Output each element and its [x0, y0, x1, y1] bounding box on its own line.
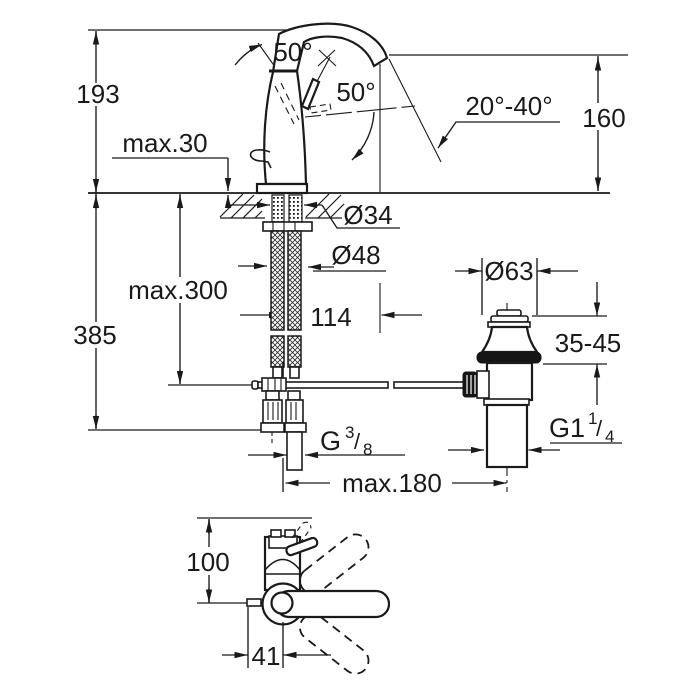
- lever-joint-circle: [270, 591, 294, 615]
- dim-hole-dia: Ø48: [331, 240, 380, 270]
- dim-spout-reach: 114: [310, 302, 351, 332]
- below-deck-parts: [219, 193, 466, 471]
- drain-dimension-lines: [248, 258, 622, 492]
- pop-up-rod: [251, 362, 466, 392]
- waste-thread-slash: /: [596, 416, 603, 441]
- dim-top-view-height: 100: [186, 547, 229, 577]
- dim-lever-angle: 50°: [336, 77, 375, 107]
- waste-thread-base: G1: [549, 413, 585, 443]
- dim-handle-angle: 50°: [273, 37, 312, 67]
- threaded-shank: [271, 194, 285, 223]
- deck-hatching: [219, 193, 345, 219]
- rod-outlet: [476, 370, 490, 399]
- dim-overall-depth: 385: [73, 320, 116, 350]
- rod-nipple-top-view: [246, 598, 262, 607]
- supply-thread-denominator: 8: [363, 440, 372, 459]
- pull-rod-knob: [249, 149, 272, 169]
- waste-top-cone: [479, 325, 540, 354]
- dim-waste-deck-range: 35-45: [555, 328, 622, 358]
- handle-swing-position: [299, 533, 370, 595]
- front-view-dimension-lines: [88, 29, 628, 431]
- supply-thread-slash: /: [354, 429, 361, 454]
- dim-handle-offset: 41: [252, 641, 281, 671]
- dim-deck-thickness-max: max.30: [122, 128, 207, 158]
- seal-ring: [476, 351, 542, 364]
- tailpipe: [485, 403, 529, 469]
- waste-thread-numerator: 1: [588, 409, 597, 428]
- threaded-shank: [288, 194, 303, 223]
- top-view-dimension-lines: [197, 517, 331, 668]
- dim-hose-depth-max: max.300: [128, 275, 228, 305]
- handle-swing-position: [299, 613, 370, 675]
- dim-shank-dia: Ø34: [343, 200, 392, 230]
- supply-hoses: [270, 230, 302, 379]
- dim-overall-height: 193: [76, 79, 119, 109]
- dim-waste-flange-dia: Ø63: [484, 256, 533, 286]
- dim-supply-thread: G 3 / 8: [320, 423, 372, 459]
- connection-tube: [286, 431, 303, 471]
- waste-body: [485, 361, 534, 402]
- lever-handle: [300, 77, 321, 111]
- base-plate: [255, 182, 309, 195]
- dim-rod-reach-max: max.180: [342, 468, 442, 498]
- waste-plug: [496, 309, 522, 317]
- faucet-front-view: [249, 22, 389, 195]
- mounting-nut: [262, 221, 313, 232]
- dim-spout-height: 160: [582, 103, 625, 133]
- dim-spout-angle-range: 20°-40°: [465, 91, 552, 121]
- dim-waste-thread: G1 1 / 4: [549, 409, 614, 446]
- supply-thread-numerator: 3: [345, 423, 354, 442]
- faucet-top-view: [246, 521, 391, 675]
- faucet-body: [263, 22, 389, 186]
- supply-connectors: [260, 390, 307, 471]
- pop-up-waste: [462, 303, 542, 492]
- supply-thread-base: G: [320, 426, 341, 456]
- dimension-labels: 193 max.30 50° 50° 20°-40° 160 Ø34 Ø48 m…: [73, 37, 625, 671]
- waste-thread-denominator: 4: [605, 427, 614, 446]
